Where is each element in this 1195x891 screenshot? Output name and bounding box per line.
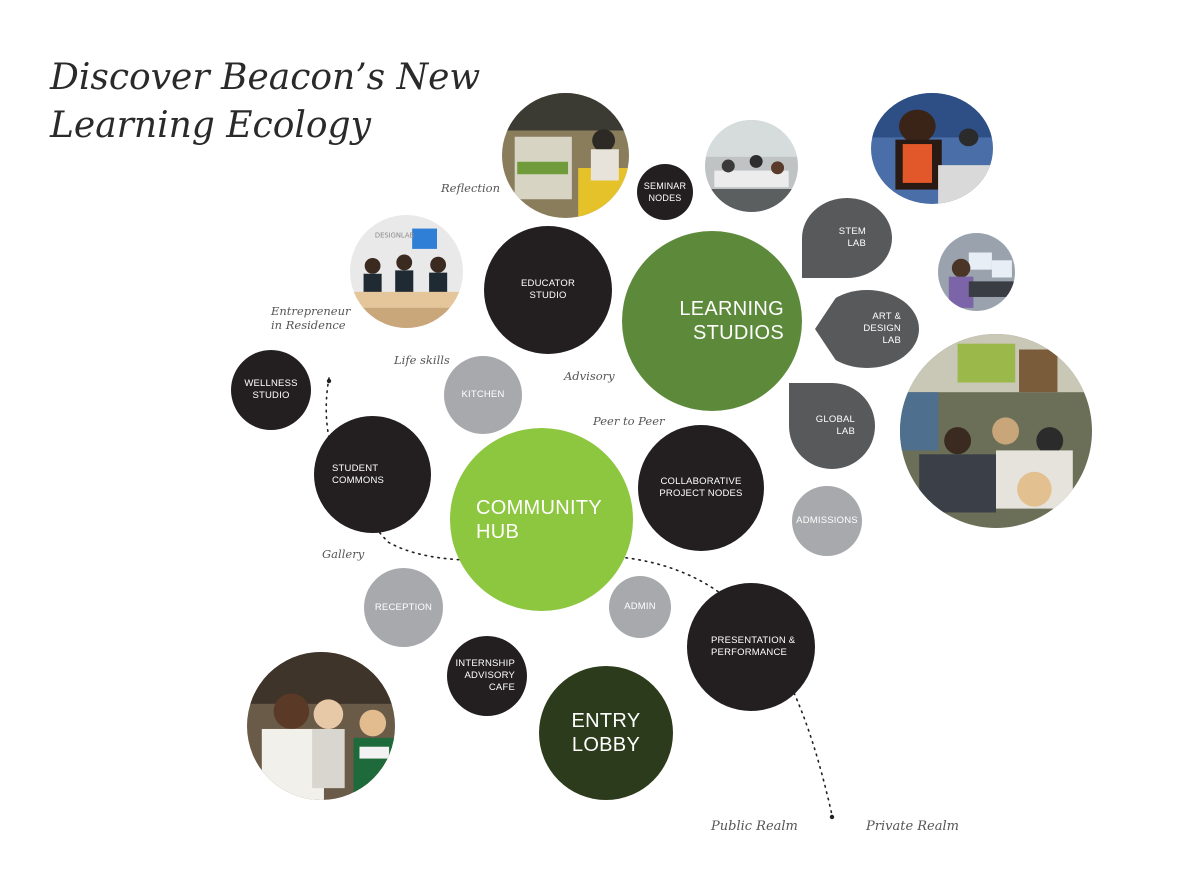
annotation-public-realm: Public Realm: [711, 819, 798, 834]
node-label: SEMINAR NODES: [643, 181, 687, 203]
photo-stem-student: [871, 93, 993, 204]
node-collaborative-project-nodes: COLLABORATIVE PROJECT NODES: [638, 425, 764, 551]
node-label: ART & DESIGN LAB: [863, 311, 901, 346]
node-seminar-nodes: SEMINAR NODES: [637, 164, 693, 220]
title-line-2: Learning Ecology: [50, 105, 371, 146]
photo-seminar-group: [705, 120, 798, 212]
node-presentation-performance: PRESENTATION & PERFORMANCE: [687, 583, 815, 711]
node-label: STEM LAB: [838, 226, 866, 249]
node-admin: ADMIN: [609, 576, 671, 638]
node-label: EDUCATOR STUDIO: [520, 278, 576, 301]
node-admissions: ADMISSIONS: [792, 486, 862, 556]
node-label: INTERNSHIP ADVISORY CAFE: [455, 658, 515, 693]
photo-sign-text: DESIGNLAB: [375, 232, 415, 240]
node-label: KITCHEN: [461, 389, 505, 400]
node-label: WELLNESS STUDIO: [244, 378, 298, 401]
node-entry-lobby: ENTRY LOBBY: [539, 666, 673, 800]
node-learning-studios: LEARNING STUDIOS: [622, 231, 802, 411]
node-student-commons: STUDENT COMMONS: [314, 416, 431, 533]
node-stem-lab: STEM LAB: [802, 198, 892, 278]
annotation-reflection: Reflection: [441, 181, 501, 195]
node-reception: RECEPTION: [364, 568, 443, 647]
annotation-peer-to-peer: Peer to Peer: [593, 414, 665, 428]
page-title: Discover Beacon’s New Learning Ecology: [50, 54, 480, 150]
annotation-advisory: Advisory: [564, 369, 615, 383]
photo-art-design-tablets: [938, 233, 1015, 311]
node-community-hub: COMMUNITY HUB: [450, 428, 633, 611]
node-label: COMMUNITY HUB: [476, 496, 603, 543]
node-label: ADMIN: [624, 601, 656, 612]
photo-studio-workspace: [502, 93, 629, 218]
annotation-private-realm: Private Realm: [866, 819, 959, 834]
node-kitchen: KITCHEN: [444, 356, 522, 434]
node-label: LEARNING STUDIOS: [679, 298, 784, 344]
node-internship-advisory-cafe: INTERNSHIP ADVISORY CAFE: [447, 636, 527, 716]
node-label: RECEPTION: [374, 601, 433, 613]
node-label: COLLABORATIVE PROJECT NODES: [659, 476, 743, 499]
photo-cafe-students: [247, 652, 395, 800]
node-label: GLOBAL LAB: [815, 414, 855, 437]
node-global-lab: GLOBAL LAB: [789, 383, 875, 469]
node-label: ENTRY LOBBY: [571, 710, 641, 756]
node-label: ADMISSIONS: [796, 515, 858, 526]
photo-design-lab-staff: DESIGNLAB: [350, 215, 463, 328]
node-label: STUDENT COMMONS: [332, 462, 385, 486]
annotation-entrepreneur: Entrepreneur in Residence: [271, 304, 351, 332]
photo-global-lab-classroom: [900, 334, 1092, 528]
title-line-1: Discover Beacon’s New: [50, 57, 481, 98]
node-educator-studio: EDUCATOR STUDIO: [484, 226, 612, 354]
node-wellness-studio: WELLNESS STUDIO: [231, 350, 311, 430]
node-label: PRESENTATION & PERFORMANCE: [711, 635, 796, 658]
annotation-gallery: Gallery: [322, 547, 365, 561]
annotation-life-skills: Life skills: [394, 353, 450, 367]
